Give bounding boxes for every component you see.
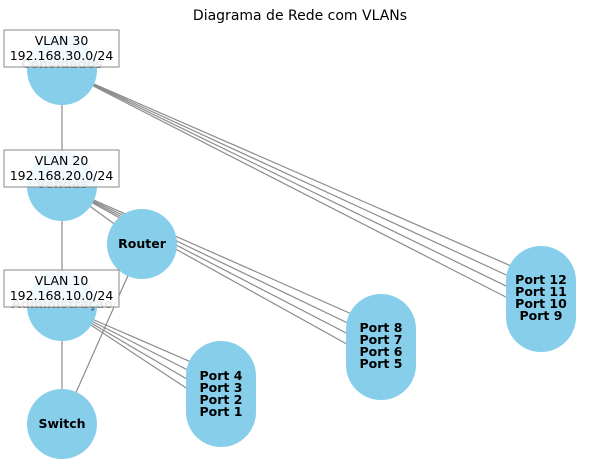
edge-vlan30-port11 xyxy=(61,69,542,292)
port-label: Port 10 xyxy=(515,296,567,311)
port-group-5-8-shape xyxy=(346,294,416,400)
diagram-title: Diagrama de Rede com VLANs xyxy=(193,8,407,24)
port-label: Port 9 xyxy=(520,308,563,323)
vlan30-id: VLAN 30 xyxy=(35,33,89,48)
edge-vlan20-port5 xyxy=(61,185,382,364)
vlan20-subnet: 192.168.20.0/24 xyxy=(10,168,114,183)
port-label: Port 6 xyxy=(360,344,403,359)
switch-node[interactable]: Switch xyxy=(27,389,97,459)
vlan30-box xyxy=(3,29,120,68)
vlan20-id: VLAN 20 xyxy=(35,153,89,168)
router-circle xyxy=(107,209,177,279)
edge-vlan30-port9 xyxy=(61,69,542,316)
port-group-5-8[interactable]: Port 8 Port 7 Port 6 Port 5 xyxy=(346,294,416,400)
vlan30-info-box: VLAN 30 192.168.30.0/24 xyxy=(3,29,120,68)
vlan10-box xyxy=(3,269,120,308)
vlan10-id: VLAN 10 xyxy=(35,273,89,288)
port-label: Port 12 xyxy=(515,272,567,287)
vlan10-info-box: VLAN 10 192.168.10.0/24 xyxy=(3,269,120,308)
edge-vlan30-port12 xyxy=(61,69,542,280)
port-label: Port 8 xyxy=(360,320,403,335)
port-label: Port 1 xyxy=(200,404,243,419)
router-label: Router xyxy=(118,236,167,251)
port-label: Port 3 xyxy=(200,380,243,395)
port-label: Port 7 xyxy=(360,332,403,347)
port-group-1-4[interactable]: Port 4 Port 3 Port 2 Port 1 xyxy=(186,341,256,447)
port-group-1-4-shape xyxy=(186,341,256,447)
switch-circle xyxy=(27,389,97,459)
router-node[interactable]: Router xyxy=(107,209,177,279)
port-label: Port 11 xyxy=(515,284,567,299)
edge-vlan20-port6 xyxy=(61,185,382,352)
port-label: Port 4 xyxy=(200,368,243,383)
edge-vlan20-port8 xyxy=(61,185,382,328)
vlan30-subnet: 192.168.30.0/24 xyxy=(10,48,114,63)
switch-label: Switch xyxy=(38,416,85,431)
port-label: Port 2 xyxy=(200,392,243,407)
edge-vlan20-port7 xyxy=(61,185,382,340)
vlan20-box xyxy=(3,149,120,188)
vlan20-info-box: VLAN 20 192.168.20.0/24 xyxy=(3,149,120,188)
port-group-9-12-shape xyxy=(506,246,576,352)
port-group-9-12[interactable]: Port 12 Port 11 Port 10 Port 9 xyxy=(506,246,576,352)
edge-vlan30-port10 xyxy=(61,69,542,304)
vlan10-subnet: 192.168.10.0/24 xyxy=(10,288,114,303)
port-label: Port 5 xyxy=(360,356,403,371)
